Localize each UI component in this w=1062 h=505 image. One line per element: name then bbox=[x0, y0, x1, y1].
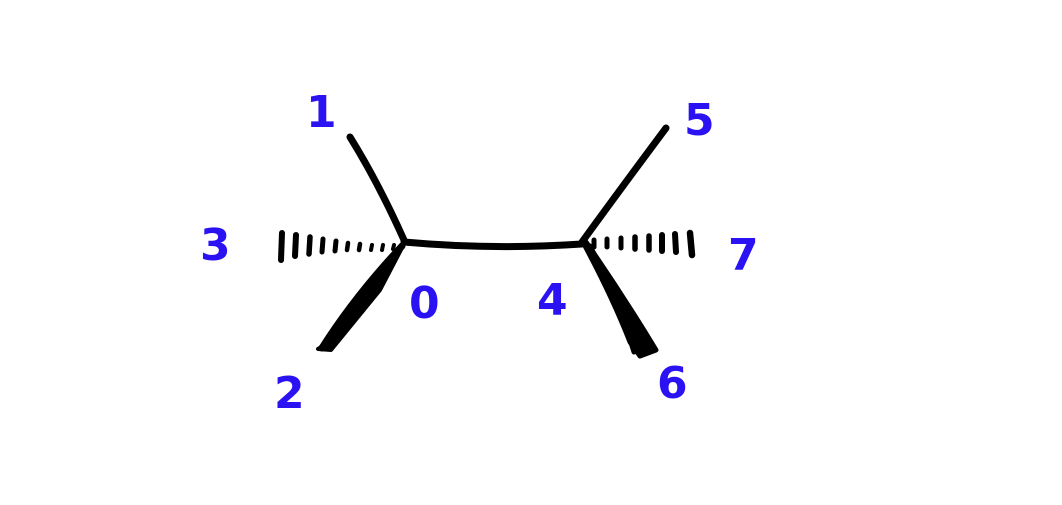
atom-label-4: 4 bbox=[537, 275, 568, 326]
atom-label-7: 7 bbox=[728, 230, 759, 281]
atom-label-2: 2 bbox=[274, 368, 305, 419]
bond-4-7-hash bbox=[591, 229, 696, 259]
bond-4-6-stroke bbox=[587, 243, 637, 355]
bond-0-3-hash bbox=[278, 230, 396, 263]
bond-0-2-stroke bbox=[318, 242, 406, 352]
bond-4-5 bbox=[578, 124, 670, 246]
bond-0-4 bbox=[400, 238, 586, 251]
label-layer: 0 1 2 3 4 5 6 7 bbox=[200, 87, 759, 419]
bond-0-1 bbox=[346, 133, 408, 244]
atom-label-5: 5 bbox=[684, 95, 715, 146]
atom-label-0: 0 bbox=[409, 278, 440, 329]
atom-label-1: 1 bbox=[306, 87, 337, 138]
atom-label-6: 6 bbox=[657, 358, 688, 409]
atom-label-3: 3 bbox=[200, 220, 231, 271]
bond-layer bbox=[316, 124, 670, 359]
bond-0-2-wedge bbox=[316, 242, 406, 352]
